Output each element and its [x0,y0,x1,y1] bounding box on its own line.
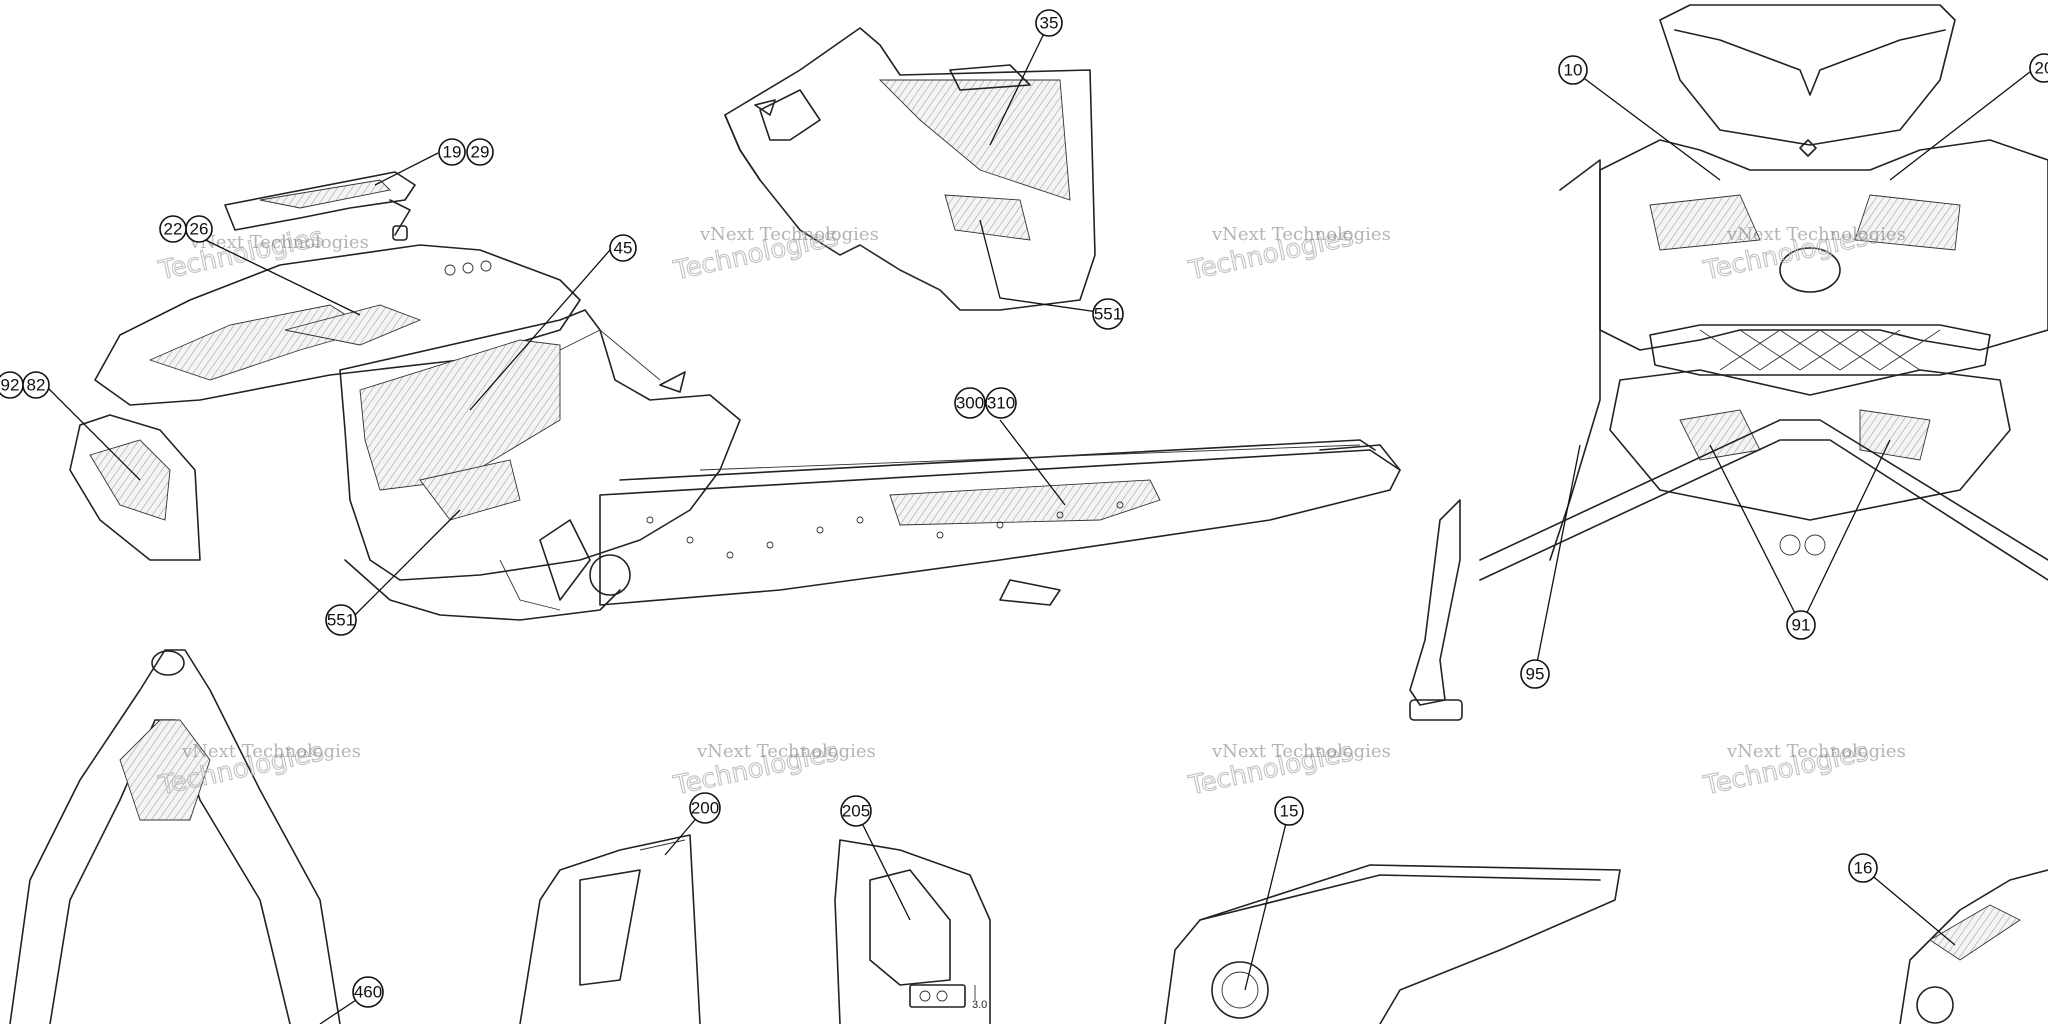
callout-20: 20 [2029,53,2048,83]
svg-text:35: 35 [1040,14,1059,33]
tunnel-rivets [646,501,1124,559]
svg-text:10: 10 [1564,61,1583,80]
console-drawing [1164,864,1621,1024]
callout-92: 92 [0,371,24,399]
svg-text:26: 26 [190,220,209,239]
svg-text:460: 460 [354,983,382,1002]
left-panel-drawing [519,834,701,1024]
dimension-label: 3.0 [972,999,987,1011]
rear-top-view-drawing [9,649,341,1024]
callout-95: 95 [1520,659,1550,689]
gauge-drawing [1899,869,2048,1024]
watermark-text: vNext Technologies [1726,224,1906,245]
svg-text:22: 22 [164,220,183,239]
svg-text:20: 20 [2035,59,2048,78]
svg-text:91: 91 [1792,616,1811,635]
callout-15: 15 [1274,796,1304,826]
svg-text:200: 200 [691,799,719,818]
watermarks: Technologies vNext Technologies Technolo… [155,222,1906,802]
callout-91: 91 [1786,610,1816,640]
side-view-drawing [69,171,1401,621]
callout-19: 19 [438,138,466,166]
callout-310: 310 [985,387,1017,419]
callout-300: 300 [954,387,986,419]
svg-text:16: 16 [1854,859,1873,878]
callout-205: 205 [840,795,872,827]
callout-551: 551 [1092,298,1124,330]
side-panel-drawing [724,27,1096,311]
callout-35: 35 [1035,9,1063,37]
svg-text:82: 82 [27,376,46,395]
callout-16: 16 [1848,853,1878,883]
callout-45: 45 [609,234,637,262]
svg-text:300: 300 [956,394,984,413]
watermark-text: vNext Technologies [699,224,879,245]
svg-text:19: 19 [443,143,462,162]
svg-text:29: 29 [471,143,490,162]
svg-text:95: 95 [1526,665,1545,684]
leader-lines [44,22,2036,1024]
callout-460: 460 [352,976,384,1008]
callout-26: 26 [185,215,213,243]
svg-text:45: 45 [614,239,633,258]
watermark-text: vNext Technologies [1726,741,1906,762]
watermark-text: vNext Technologies [1211,741,1391,762]
svg-text:551: 551 [1094,305,1122,324]
callout-10: 10 [1558,55,1588,85]
callout-200: 200 [689,792,721,824]
front-view-drawing [1409,4,2048,721]
callout-22: 22 [159,215,187,243]
watermark-text: vNext Technologies [181,741,361,762]
callout-551: 551 [325,604,357,636]
callout-29: 29 [466,138,494,166]
svg-text:15: 15 [1280,802,1299,821]
callouts: 19 29 22 26 45 92 82 551 [0,9,2048,1008]
watermark-text: vNext Technologies [189,232,369,253]
callout-82: 82 [22,371,50,399]
watermark-text: vNext Technologies [1211,224,1391,245]
svg-text:310: 310 [987,394,1015,413]
svg-text:551: 551 [327,611,355,630]
watermark-text: vNext Technologies [696,741,876,762]
svg-text:205: 205 [842,802,870,821]
svg-text:92: 92 [1,376,20,395]
right-panel-drawing: 3.0 [834,839,991,1024]
